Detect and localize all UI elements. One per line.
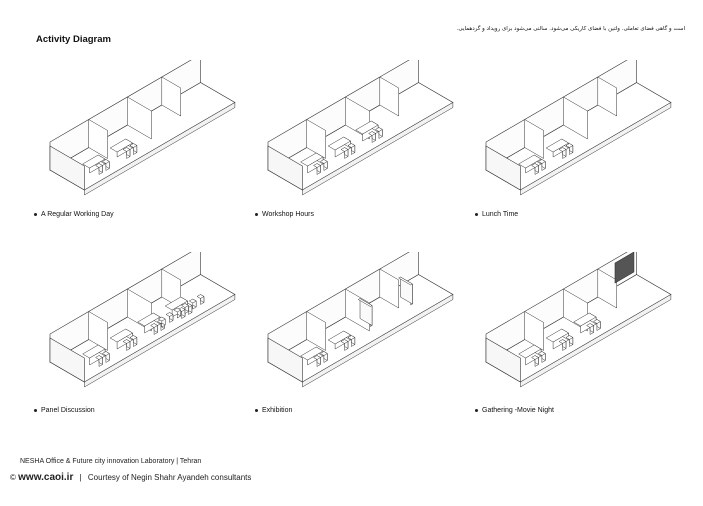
copyright-icon: © <box>10 473 16 482</box>
isometric-floor-plan-drawing <box>485 60 672 196</box>
isometric-floor-plan-drawing <box>267 60 454 196</box>
diagram-workshop-hours <box>248 60 458 220</box>
site-link[interactable]: www.caoi.ir <box>18 472 74 483</box>
bullet-icon <box>34 212 37 216</box>
project-credit: NESHA Office & Future city innovation La… <box>20 458 202 465</box>
diagram-regular-working-day <box>30 60 240 220</box>
persian-description: است و گاهی فضای تعاملی. ولتین با فضای کا… <box>456 26 685 32</box>
diagram-gathering-movie-night <box>466 252 676 412</box>
projection-screen <box>614 252 635 284</box>
page-title: Activity Diagram <box>36 34 111 45</box>
bullet-icon <box>475 408 478 412</box>
caption-regular-working-day: A Regular Working Day <box>34 211 114 218</box>
diagram-panel-discussion <box>30 252 240 412</box>
bullet-icon <box>255 212 258 216</box>
isometric-floor-plan-drawing <box>49 252 236 388</box>
diagram-lunch-time <box>466 60 676 220</box>
caption-panel-discussion: Panel Discussion <box>34 407 95 414</box>
bullet-icon <box>475 212 478 216</box>
bullet-icon <box>34 408 37 412</box>
caption-lunch-time: Lunch Time <box>475 211 518 218</box>
source-credit: © www.caoi.ir | Courtesy of Negin Shahr … <box>10 472 251 483</box>
isometric-floor-plan-drawing <box>49 60 236 196</box>
separator: | <box>79 473 82 482</box>
diagram-exhibition <box>248 252 458 412</box>
isometric-floor-plan-drawing <box>485 252 672 388</box>
isometric-floor-plan-drawing <box>267 252 454 388</box>
courtesy-text: Courtesy of Negin Shahr Ayandeh consulta… <box>87 473 252 482</box>
caption-gathering-movie-night: Gathering -Movie Night <box>475 407 554 414</box>
bullet-icon <box>255 408 258 412</box>
caption-exhibition: Exhibition <box>255 407 292 414</box>
caption-workshop-hours: Workshop Hours <box>255 211 314 218</box>
